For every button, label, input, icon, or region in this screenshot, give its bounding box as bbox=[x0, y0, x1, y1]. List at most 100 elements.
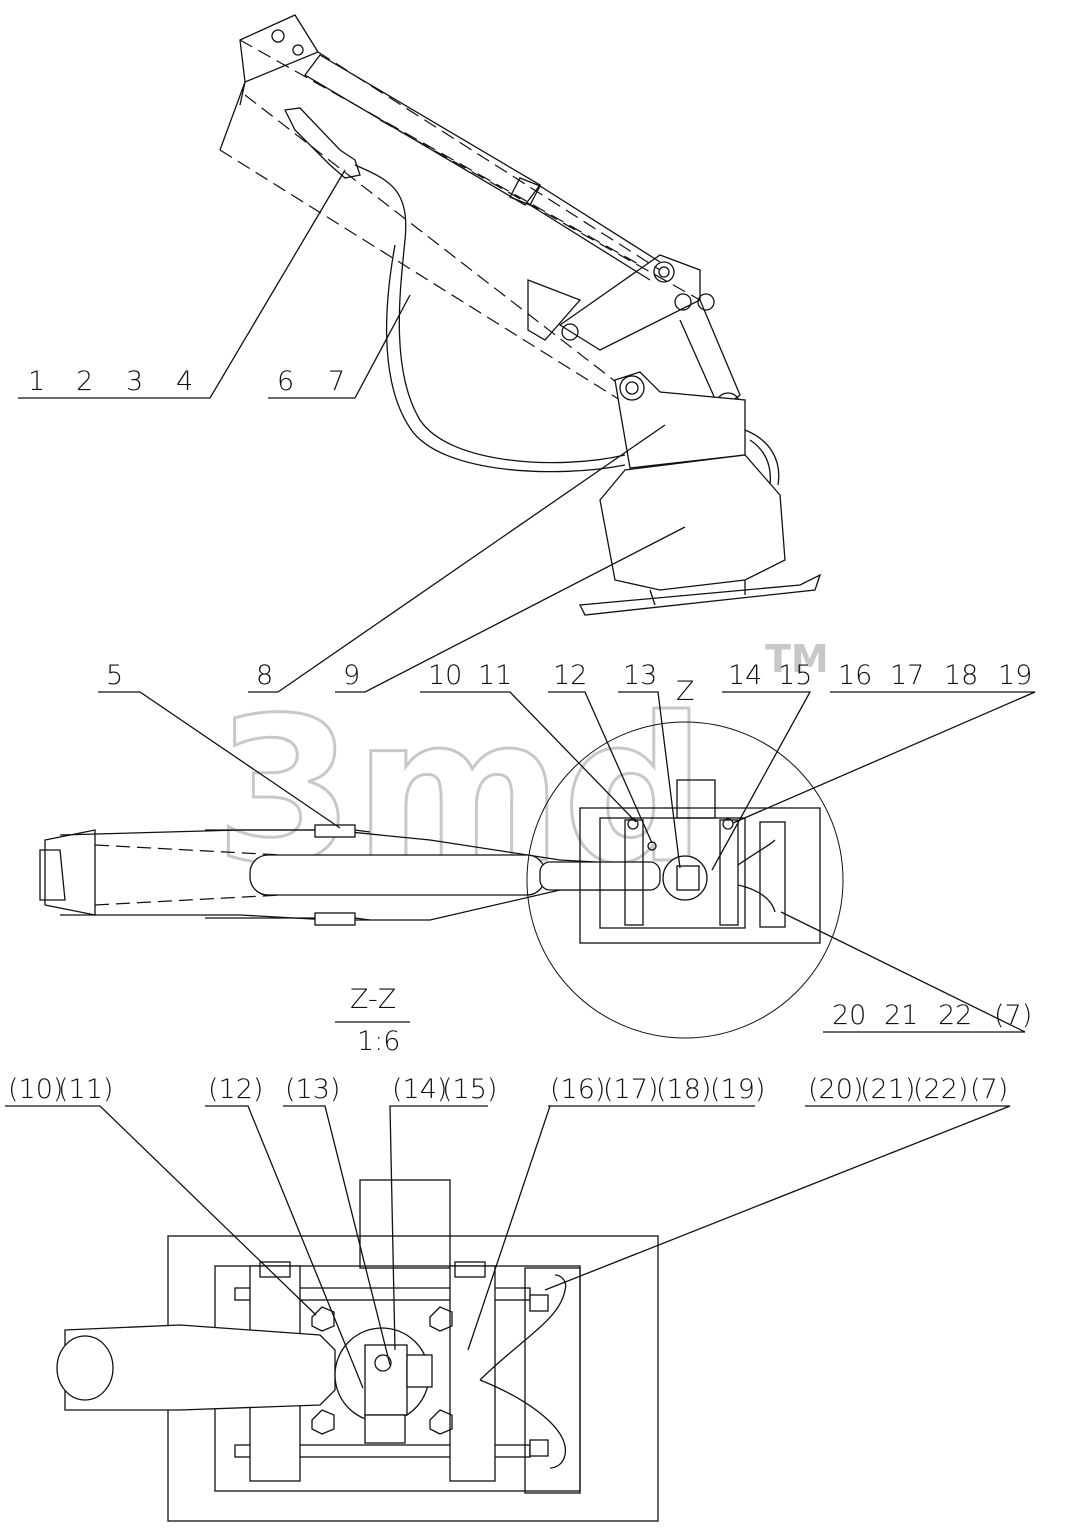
section-marker-z: Z bbox=[676, 676, 695, 707]
boom-hidden-edge bbox=[317, 51, 661, 271]
boom-side-view bbox=[219, 14, 822, 616]
watermark-trademark: TM bbox=[765, 637, 829, 681]
leader-s-16-19 bbox=[467, 1105, 755, 1351]
linkage-pin bbox=[561, 323, 579, 341]
boom-edge bbox=[219, 81, 246, 151]
boom-cylinder bbox=[249, 854, 546, 896]
callout-label: 12 bbox=[553, 660, 587, 691]
callout-label: 3 bbox=[126, 366, 143, 397]
boom-head-pin bbox=[271, 29, 285, 43]
section-clamp-cap bbox=[259, 1261, 291, 1278]
leader-1-4 bbox=[18, 169, 346, 399]
leader-5 bbox=[98, 691, 341, 829]
boom-hidden-edge bbox=[379, 119, 701, 301]
tool-body bbox=[599, 454, 786, 591]
linkage-pin-inner bbox=[658, 266, 670, 278]
boom-head-pin bbox=[292, 44, 304, 56]
mount-side-block bbox=[759, 821, 786, 928]
leader-16-19 bbox=[732, 691, 1036, 824]
tool-skid-support bbox=[649, 580, 746, 606]
leader-20-7 bbox=[780, 911, 1026, 1033]
leader-s-13 bbox=[283, 1105, 391, 1366]
section-boom-ram bbox=[56, 1335, 114, 1401]
callout-label: 1 bbox=[28, 366, 45, 397]
callout-label: 8 bbox=[256, 660, 273, 691]
linkage-pin bbox=[674, 293, 692, 311]
callout-label: 18 bbox=[944, 660, 978, 691]
leader-s-12 bbox=[205, 1105, 364, 1389]
leader-13 bbox=[618, 691, 681, 869]
section-mount-stub bbox=[359, 1179, 451, 1269]
leader-12 bbox=[548, 691, 653, 844]
callout-label: (18) bbox=[656, 1074, 711, 1105]
hose-loop bbox=[398, 239, 626, 464]
section-valve-base bbox=[364, 1414, 406, 1444]
callout-label: 4 bbox=[176, 366, 193, 397]
cylinder-rod bbox=[529, 204, 651, 281]
hose-end bbox=[749, 439, 771, 486]
hose-upper bbox=[354, 164, 407, 241]
callout-label: 21 bbox=[884, 1000, 918, 1031]
hose-detail bbox=[737, 884, 776, 913]
cylinder-rod bbox=[539, 185, 661, 263]
mount-plate bbox=[579, 807, 821, 944]
leader-6-7 bbox=[268, 294, 411, 399]
hose-coupler-top bbox=[314, 824, 356, 838]
valve-block-plan bbox=[676, 865, 700, 891]
section-hose-fitting bbox=[529, 1294, 549, 1312]
leader-14-15 bbox=[711, 691, 812, 871]
mount-frame bbox=[599, 817, 746, 929]
callout-label: (7) bbox=[970, 1074, 1008, 1105]
leader-s-20-7 bbox=[544, 1105, 1011, 1291]
callout-label: 20 bbox=[832, 1000, 866, 1031]
callout-label: 11 bbox=[478, 660, 512, 691]
callout-label: (19) bbox=[710, 1074, 765, 1105]
section-hose-fitting bbox=[529, 1439, 549, 1457]
boom-plan-view bbox=[39, 721, 844, 1039]
leader-10-11 bbox=[420, 691, 637, 823]
callout-label: 10 bbox=[428, 660, 462, 691]
leader-s-10-11 bbox=[5, 1105, 317, 1316]
leader-lines bbox=[5, 169, 1036, 1389]
bucket-pin bbox=[619, 375, 645, 401]
section-scale: 1:6 bbox=[357, 1026, 400, 1057]
section-title: Z-Z bbox=[350, 984, 396, 1015]
section-hex-nut bbox=[429, 1409, 453, 1435]
bucket-pin-inner bbox=[625, 381, 639, 395]
boom-head-plate bbox=[239, 14, 319, 83]
callout-label: (7) bbox=[994, 1000, 1032, 1031]
callout-label: (22) bbox=[913, 1074, 968, 1105]
section-view bbox=[56, 1179, 659, 1522]
callout-label: 13 bbox=[623, 660, 657, 691]
boom-tip bbox=[44, 829, 96, 916]
callout-label: 6 bbox=[277, 366, 294, 397]
detail-circle-z bbox=[526, 721, 844, 1039]
linkage-arm bbox=[558, 254, 701, 351]
boom-hidden-edge bbox=[219, 149, 621, 401]
callout-label: 7 bbox=[328, 366, 345, 397]
boom-hidden-edge bbox=[244, 94, 621, 386]
callout-label: (14) bbox=[392, 1074, 447, 1105]
hose-detail bbox=[737, 839, 776, 866]
callout-label: (21) bbox=[860, 1074, 915, 1105]
callout-label: (20) bbox=[808, 1074, 863, 1105]
callout-label: (10) bbox=[8, 1074, 63, 1105]
section-hex-nut bbox=[429, 1306, 453, 1332]
bucket-bracket bbox=[614, 371, 746, 469]
section-hex-nut bbox=[311, 1409, 335, 1435]
mount-stub bbox=[676, 779, 716, 819]
leader-8 bbox=[248, 424, 666, 693]
section-hose bbox=[479, 1379, 566, 1469]
callout-label: (11) bbox=[58, 1074, 113, 1105]
section-hex-nut bbox=[311, 1306, 335, 1332]
callout-label: 15 bbox=[778, 660, 812, 691]
hose-coupler-bottom bbox=[314, 912, 356, 926]
callout-label: (13) bbox=[285, 1074, 340, 1105]
hose-fitting bbox=[284, 107, 361, 179]
callout-label: 17 bbox=[890, 660, 924, 691]
section-hose bbox=[479, 1274, 567, 1381]
tool-skid bbox=[578, 573, 822, 616]
boom-hidden-edge bbox=[239, 39, 641, 266]
callout-label: 16 bbox=[838, 660, 872, 691]
